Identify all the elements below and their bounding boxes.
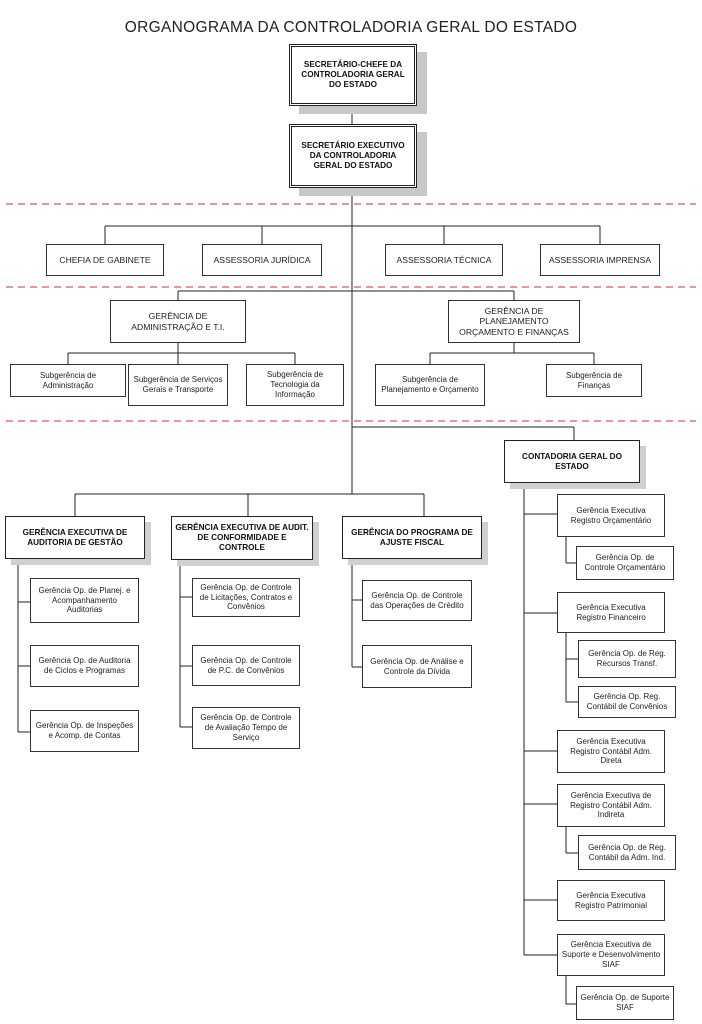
box-op-recursos-transf: Gerência Op. de Reg. Recursos Transf. <box>578 640 676 678</box>
box-gerencia-conformidade: GERÊNCIA EXECUTIVA DE AUDIT. DE CONFORMI… <box>171 516 313 560</box>
box-op-controle-orcamentario: Gerência Op. de Controle Orçamentário <box>576 546 674 580</box>
box-op-licitacoes: Gerência Op. de Controle de Licitações, … <box>192 578 300 617</box>
box-assessoria-tecnica: ASSESSORIA TÉCNICA <box>385 244 503 276</box>
box-op-avaliacao-tempo: Gerência Op. de Controle de Avaliação Te… <box>192 707 300 749</box>
box-op-contabil-convenios: Gerência Op. Reg. Contábil de Convênios <box>578 686 676 718</box>
box-ge-adm-direta: Gerência Executiva Registro Contábil Adm… <box>557 730 665 773</box>
box-assessoria-juridica: ASSESSORIA JURÍDICA <box>202 244 322 276</box>
box-secretario-executivo: SECRETÁRIO EXECUTIVO DA CONTROLADORIA GE… <box>289 124 417 188</box>
box-op-pc-convenios: Gerência Op. de Controle de P.C. de Conv… <box>192 645 300 686</box>
box-gerencia-auditoria-gestao: GERÊNCIA EXECUTIVA DE AUDITORIA DE GESTÃ… <box>5 516 145 559</box>
adm-subs-connector <box>67 343 296 364</box>
auditoria-ops-connector <box>17 559 30 733</box>
box-ge-registro-patrimonial: Gerência Executiva Registro Patrimonial <box>557 880 665 921</box>
conformidade-ops-connector <box>179 560 192 728</box>
meio-connector <box>177 290 515 300</box>
box-gerencia-ajuste-fiscal: GERÊNCIA DO PROGRAMA DE AJUSTE FISCAL <box>342 516 482 559</box>
box-ge-adm-indireta: Gerência Executiva de Registro Contábil … <box>557 784 665 827</box>
box-gerencia-planejamento: GERÊNCIA DE PLANEJAMENTO ORÇAMENTO E FIN… <box>448 300 580 343</box>
box-subgerencia-planejamento: Subgerência de Planejamento e Orçamento <box>375 364 485 406</box>
box-ge-suporte-siaf: Gerência Executiva de Suporte e Desenvol… <box>557 934 665 976</box>
box-subgerencia-administracao: Subgerência de Administração <box>10 364 126 397</box>
chart-title: ORGANOGRAMA DA CONTROLADORIA GERAL DO ES… <box>124 19 578 36</box>
box-contadoria-geral: CONTADORIA GERAL DO ESTADO <box>504 440 640 483</box>
box-secretario-chefe: SECRETÁRIO-CHEFE DA CONTROLADORIA GERAL … <box>289 44 417 106</box>
plan-subs-connector <box>429 343 595 364</box>
box-subgerencia-servicos-gerais: Subgerência de Serviços Gerais e Transpo… <box>128 364 228 406</box>
box-subgerencia-tecnologia: Subgerência de Tecnologia da Informação <box>246 364 344 406</box>
box-op-operacoes-credito: Gerência Op. de Controle das Operações d… <box>362 580 472 621</box>
box-assessoria-imprensa: ASSESSORIA IMPRENSA <box>540 244 660 276</box>
contadoria-items-connector <box>523 483 557 956</box>
box-op-adm-ind: Gerência Op. de Reg. Contábil da Adm. In… <box>578 835 676 870</box>
box-ge-registro-orcamentario: Gerência Executiva Registro Orçamentário <box>557 494 665 537</box>
contadoria-subitems-connector <box>565 537 578 1005</box>
box-op-planej-auditorias: Gerência Op. de Planej. e Acompanhamento… <box>30 578 139 623</box>
box-op-auditoria-ciclos: Gerência Op. de Auditoria de Ciclos e Pr… <box>30 645 139 687</box>
box-subgerencia-financas: Subgerência de Finanças <box>546 364 642 397</box>
box-ge-registro-financeiro: Gerência Executiva Registro Financeiro <box>557 592 665 633</box>
box-op-inspecoes: Gerência Op. de Inspeções e Acomp. de Co… <box>30 710 139 752</box>
contadoria-connector <box>352 426 575 440</box>
ajuste-ops-connector <box>351 559 362 668</box>
box-chefia-gabinete: CHEFIA DE GABINETE <box>46 244 164 276</box>
box-op-divida: Gerência Op. de Análise e Controle da Dí… <box>362 645 472 688</box>
assessorias-connector <box>104 225 601 244</box>
box-op-suporte-siaf: Gerência Op. de Suporte SIAF <box>576 986 674 1020</box>
box-gerencia-adm-ti: GERÊNCIA DE ADMINISTRAÇÃO E T.I. <box>110 300 246 343</box>
executivas-connector <box>74 493 425 516</box>
